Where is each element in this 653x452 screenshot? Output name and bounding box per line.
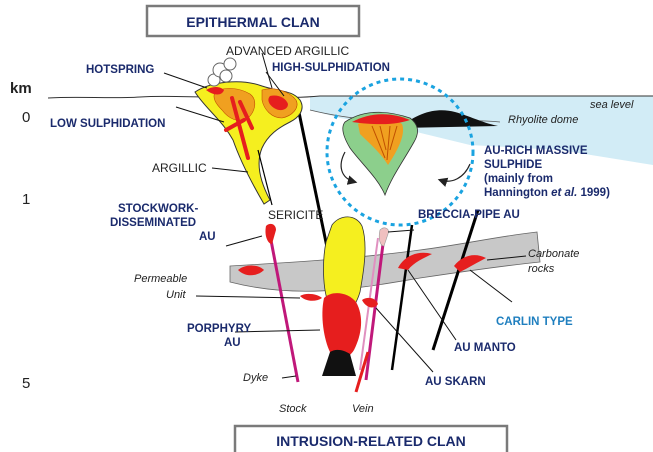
label-porphyry-1: PORPHYRY [187,323,251,335]
intrusion-title: INTRUSION-RELATED CLAN [276,433,466,449]
porphyry-red-core [322,293,361,359]
label-vms-1: AU-RICH MASSIVE [484,145,588,157]
label-carlin-type: CARLIN TYPE [496,316,573,328]
label-vein: Vein [352,403,374,415]
label-dyke: Dyke [243,372,268,384]
label-argillic: ARGILLIC [152,161,207,175]
label-permeable-2: Unit [166,289,187,301]
vms-arrow-left [341,152,355,182]
vms-arrow-right [440,164,470,181]
label-stockwork-1: STOCKWORK- [118,203,198,215]
stockwork-red [265,224,276,244]
fault-middle [392,225,412,370]
label-vms-4c: 1999) [577,187,610,199]
label-high-sulphidation: HIGH-SULPHIDATION [272,62,390,74]
intrusion-title-box: INTRUSION-RELATED CLAN [235,426,507,452]
breccia-pipe-red [379,228,388,246]
label-vms-4b: et al. [551,187,577,199]
label-vms-4: Hannington et al. 1999) [484,187,610,199]
axis-tick-1: 1 [22,191,30,208]
label-vms-2: SULPHIDE [484,159,542,171]
label-au-manto: AU MANTO [454,342,516,354]
label-vms-4a: Hannington [484,187,551,199]
label-au-skarn: AU SKARN [425,376,486,388]
label-advanced-argillic: ADVANCED ARGILLIC [226,44,349,58]
label-carbonate-1: Carbonate [528,248,579,260]
label-vms-3: (mainly from [484,173,553,185]
label-sericite: SERICITE [268,208,323,222]
label-permeable-1: Permeable [134,273,187,285]
label-stockwork-2: DISSEMINATED [110,217,196,229]
fault-right [433,210,478,350]
label-hotspring: HOTSPRING [86,64,154,76]
epithermal-title: EPITHERMAL CLAN [186,14,320,30]
label-porphyry-2: AU [224,337,241,349]
axis-unit: km [10,80,32,97]
axis-tick-0: 0 [22,109,30,126]
label-stockwork-3: AU [199,231,216,243]
label-carbonate-2: rocks [528,263,555,275]
label-breccia-pipe: BRECCIA-PIPE AU [418,209,520,221]
label-stock: Stock [279,403,307,415]
permeable-unit-red-2 [300,294,322,301]
label-sea-level: sea level [590,99,634,111]
dyke-left [270,235,298,382]
label-rhyolite-dome: Rhyolite dome [508,114,578,126]
axis-tick-5: 5 [22,375,30,392]
label-low-sulphidation: LOW SULPHIDATION [50,118,165,130]
epithermal-title-box: EPITHERMAL CLAN [147,6,359,36]
